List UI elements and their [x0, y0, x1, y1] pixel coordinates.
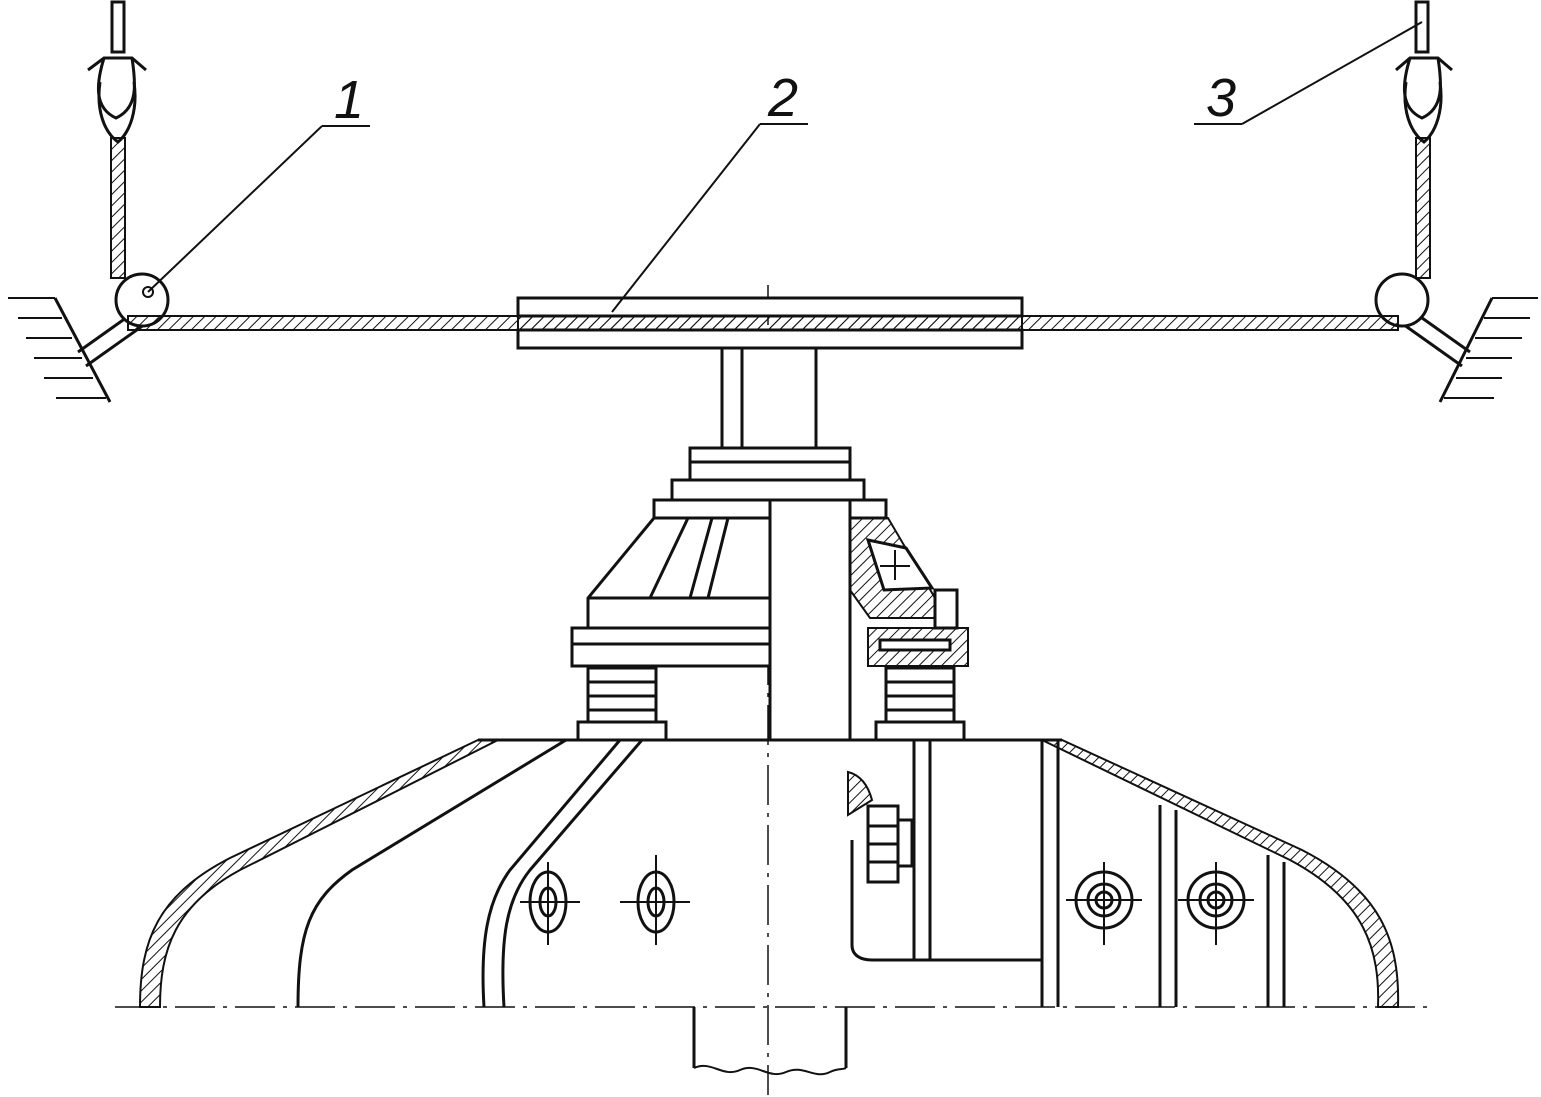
- right-spring: [874, 666, 966, 742]
- center-clamp-plate: [516, 296, 1024, 350]
- callout-2: 2: [767, 68, 798, 128]
- left-hanger: [87, 0, 147, 279]
- conical-housing: [586, 516, 936, 630]
- bottom-stub-shaft: [692, 1007, 848, 1076]
- internal-bracket: [847, 770, 914, 884]
- main-housing: [138, 738, 1400, 1008]
- left-spring: [576, 666, 668, 742]
- left-pulley: [114, 272, 170, 328]
- leader-lines: [147, 21, 1423, 313]
- central-column: [768, 498, 852, 742]
- right-pulley: [1374, 272, 1430, 328]
- callout-3: 3: [1206, 68, 1236, 128]
- callout-1: 1: [334, 70, 364, 130]
- bolt-holes: [520, 855, 1254, 945]
- vertical-shaft: [720, 346, 818, 450]
- base-rings: [570, 588, 969, 668]
- right-hanger: [1395, 0, 1453, 279]
